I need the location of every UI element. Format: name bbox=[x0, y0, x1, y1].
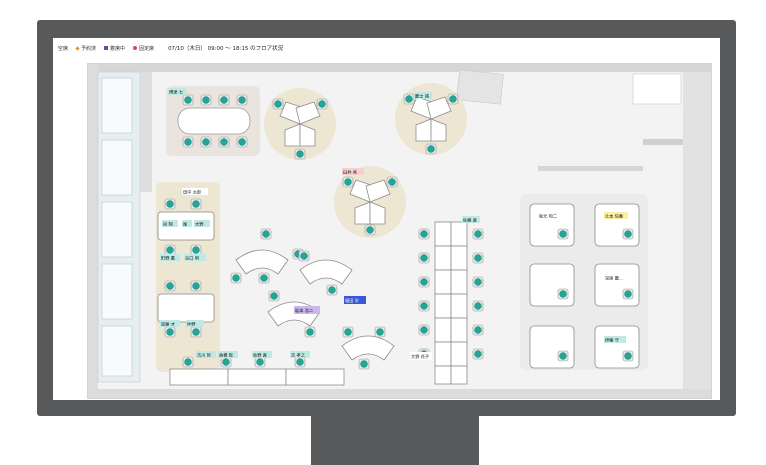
left-desk-2 bbox=[157, 293, 215, 323]
name-tag-12: 坂本 浩二 bbox=[295, 307, 313, 314]
name-tag-11: 仲野 bbox=[187, 321, 196, 328]
west-pillar bbox=[140, 72, 152, 192]
legend-fixed: 固定席 bbox=[133, 45, 154, 52]
name-tags[interactable]: 博津 七 慶士 靖 臼井 亮 田中 太郎 尚 翔 尾 大野 町野 薫 谷口 明 … bbox=[160, 88, 632, 360]
pod-desks bbox=[279, 96, 452, 225]
legend-reserved: 予約済 bbox=[75, 45, 97, 52]
legend-occupied-label: 着席中 bbox=[110, 45, 126, 52]
name-tag-20: 坂元 和二 bbox=[539, 213, 557, 220]
name-tag-8: 町野 薫 bbox=[161, 255, 175, 262]
column-box bbox=[632, 73, 682, 105]
fan-desks bbox=[235, 249, 395, 361]
name-tag-21: 辻本 信義 bbox=[605, 213, 624, 220]
legend-vacant-label: 空席 bbox=[58, 45, 69, 52]
name-tag-18: 大野 花子 bbox=[411, 353, 429, 360]
legend: 空席 予約済 着席中 固定席 07/10（木日） 09:00 〜 18:15 の… bbox=[58, 42, 283, 54]
name-tag-23: 伊藤 守 bbox=[605, 337, 619, 344]
name-tag-2: 慶士 靖 bbox=[415, 93, 430, 100]
floor-status-title: 07/10（木日） 09:00 〜 18:15 のフロア状況 bbox=[168, 46, 284, 52]
east-rail bbox=[538, 166, 643, 171]
left-zone bbox=[156, 182, 220, 372]
name-tag-17: 吉 孝之 bbox=[291, 352, 306, 359]
legend-fixed-label: 固定席 bbox=[139, 45, 155, 52]
floor-plan-svg: 博津 七 慶士 靖 臼井 亮 田中 太郎 尚 翔 尾 大野 町野 薫 谷口 明 … bbox=[88, 64, 711, 398]
east-partition bbox=[643, 139, 683, 145]
east-wall bbox=[683, 72, 711, 398]
legend-vacant: 空席 bbox=[58, 45, 68, 52]
occupied-square-icon bbox=[104, 46, 109, 50]
name-tag-16: 佐野 真 bbox=[253, 352, 267, 359]
name-tag-1: 博津 七 bbox=[169, 89, 183, 96]
name-tag-14: 吉川 哲 bbox=[197, 353, 211, 359]
floor-map-screen: 空席 予約済 着席中 固定席 07/10（木日） 09:00 〜 18:15 の… bbox=[53, 38, 720, 400]
reserved-diamond-icon bbox=[75, 45, 80, 51]
name-tag-4: 田中 太郎 bbox=[183, 189, 201, 196]
name-tag-3: 臼井 亮 bbox=[343, 169, 357, 176]
window-panes bbox=[101, 77, 133, 377]
floor-plan: 博津 七 慶士 靖 臼井 亮 田中 太郎 尚 翔 尾 大野 町野 薫 谷口 明 … bbox=[87, 63, 712, 399]
west-wall bbox=[88, 64, 98, 398]
name-tag-15: 高橋 聡 bbox=[219, 352, 234, 359]
monitor-frame: 空席 予約済 着席中 固定席 07/10（木日） 09:00 〜 18:15 の… bbox=[37, 20, 736, 416]
bench-desks bbox=[434, 221, 468, 385]
north-wall bbox=[88, 64, 711, 72]
south-wall bbox=[88, 389, 711, 398]
legend-reserved-label: 予約済 bbox=[81, 45, 97, 52]
name-tag-9: 谷口 明 bbox=[185, 255, 199, 262]
meeting-table bbox=[177, 107, 251, 135]
fixed-circle-icon bbox=[133, 46, 138, 50]
monitor-stand bbox=[311, 416, 479, 465]
legend-occupied: 着席中 bbox=[104, 45, 125, 52]
ceiling-duct bbox=[456, 69, 504, 105]
name-tag-22: 深座 慶... bbox=[605, 275, 623, 282]
name-tag-5: 尚 翔 bbox=[163, 221, 173, 228]
name-tag-13: 福田 学 bbox=[345, 297, 359, 304]
name-tag-19: 佐藤 真 bbox=[463, 217, 477, 224]
name-tag-10: 加藤 才 bbox=[161, 321, 175, 328]
name-tag-7: 大野 bbox=[195, 221, 204, 228]
name-tag-6: 尾 bbox=[183, 222, 187, 228]
bottom-desks bbox=[169, 368, 345, 386]
